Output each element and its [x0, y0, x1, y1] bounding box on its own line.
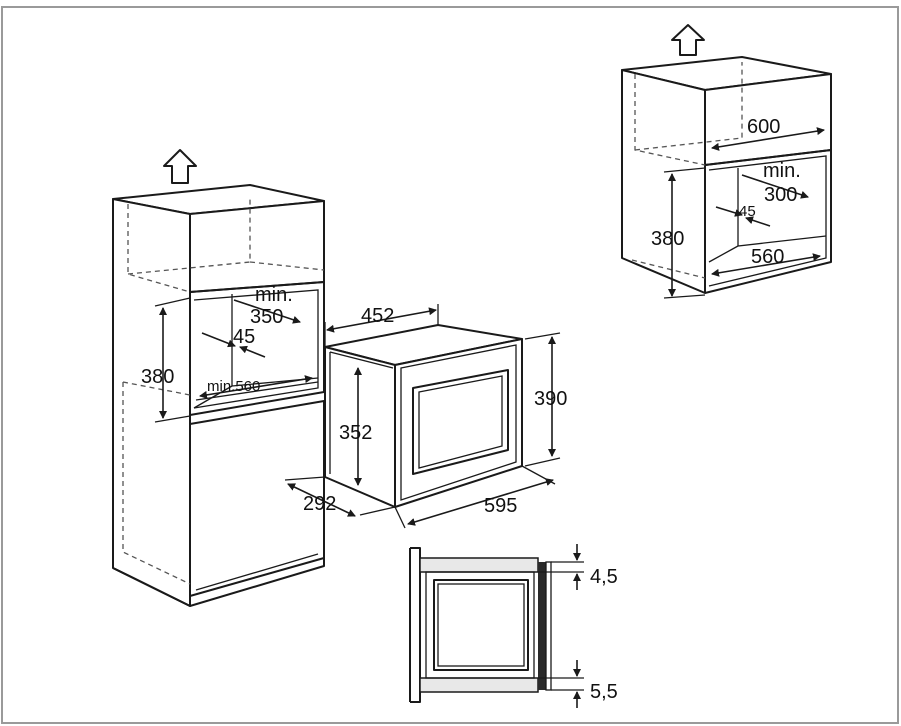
oven-front-height-label: 352 [339, 422, 372, 444]
wall-width-label: 600 [747, 116, 780, 138]
tall-niche-frame [189, 281, 325, 416]
tall-cabinet [112, 149, 325, 607]
tall-gap-label: 45 [233, 326, 255, 348]
wall-height-label: 380 [651, 228, 684, 250]
section-detail [409, 544, 584, 708]
wall-min-label: min. [763, 160, 801, 182]
oven-width-label: 595 [484, 495, 517, 517]
oven-front [394, 338, 523, 508]
outer-frame [1, 6, 899, 724]
wall-gap-label: 45 [739, 203, 756, 220]
tall-niche-label: min.560 [207, 378, 260, 395]
tall-niche-width-dimension [199, 375, 313, 399]
detail-front-frame [538, 562, 546, 690]
tall-height-label: 380 [141, 366, 174, 388]
detail-bottom-panel [419, 677, 539, 693]
wall-depth-label: 300 [764, 184, 797, 206]
wall-niche-label: 560 [751, 246, 784, 268]
tall-depth-label: 350 [250, 306, 283, 328]
oven-window [412, 369, 509, 475]
detail-top-panel [419, 557, 539, 573]
wall-width-dimension [711, 127, 825, 151]
detail-bottom-label: 5,5 [590, 681, 618, 703]
oven-width-top-dimension [326, 307, 437, 333]
oven-depth-label: 292 [303, 493, 336, 515]
oven-height-label: 390 [534, 388, 567, 410]
oven-dimensions [284, 304, 561, 529]
wall-depth-dimension [741, 174, 809, 199]
tall-upper-front [189, 200, 325, 293]
wall-cabinet [621, 24, 832, 294]
oven-width-dimension [407, 478, 554, 526]
oven-depth-dimension [287, 483, 356, 517]
up-arrow-icon [671, 24, 705, 56]
detail-top-label: 4,5 [590, 566, 618, 588]
wall-niche-width-dimension [711, 253, 821, 277]
up-arrow-icon [163, 149, 197, 184]
oven-top-width-label: 452 [361, 305, 394, 327]
tall-min-label: min. [255, 284, 293, 306]
tall-depth-dimension [233, 299, 301, 324]
tall-side-panel [112, 198, 191, 607]
wall-dimensions [663, 127, 825, 299]
oven-appliance [324, 324, 523, 508]
tall-dimensions [154, 297, 313, 423]
